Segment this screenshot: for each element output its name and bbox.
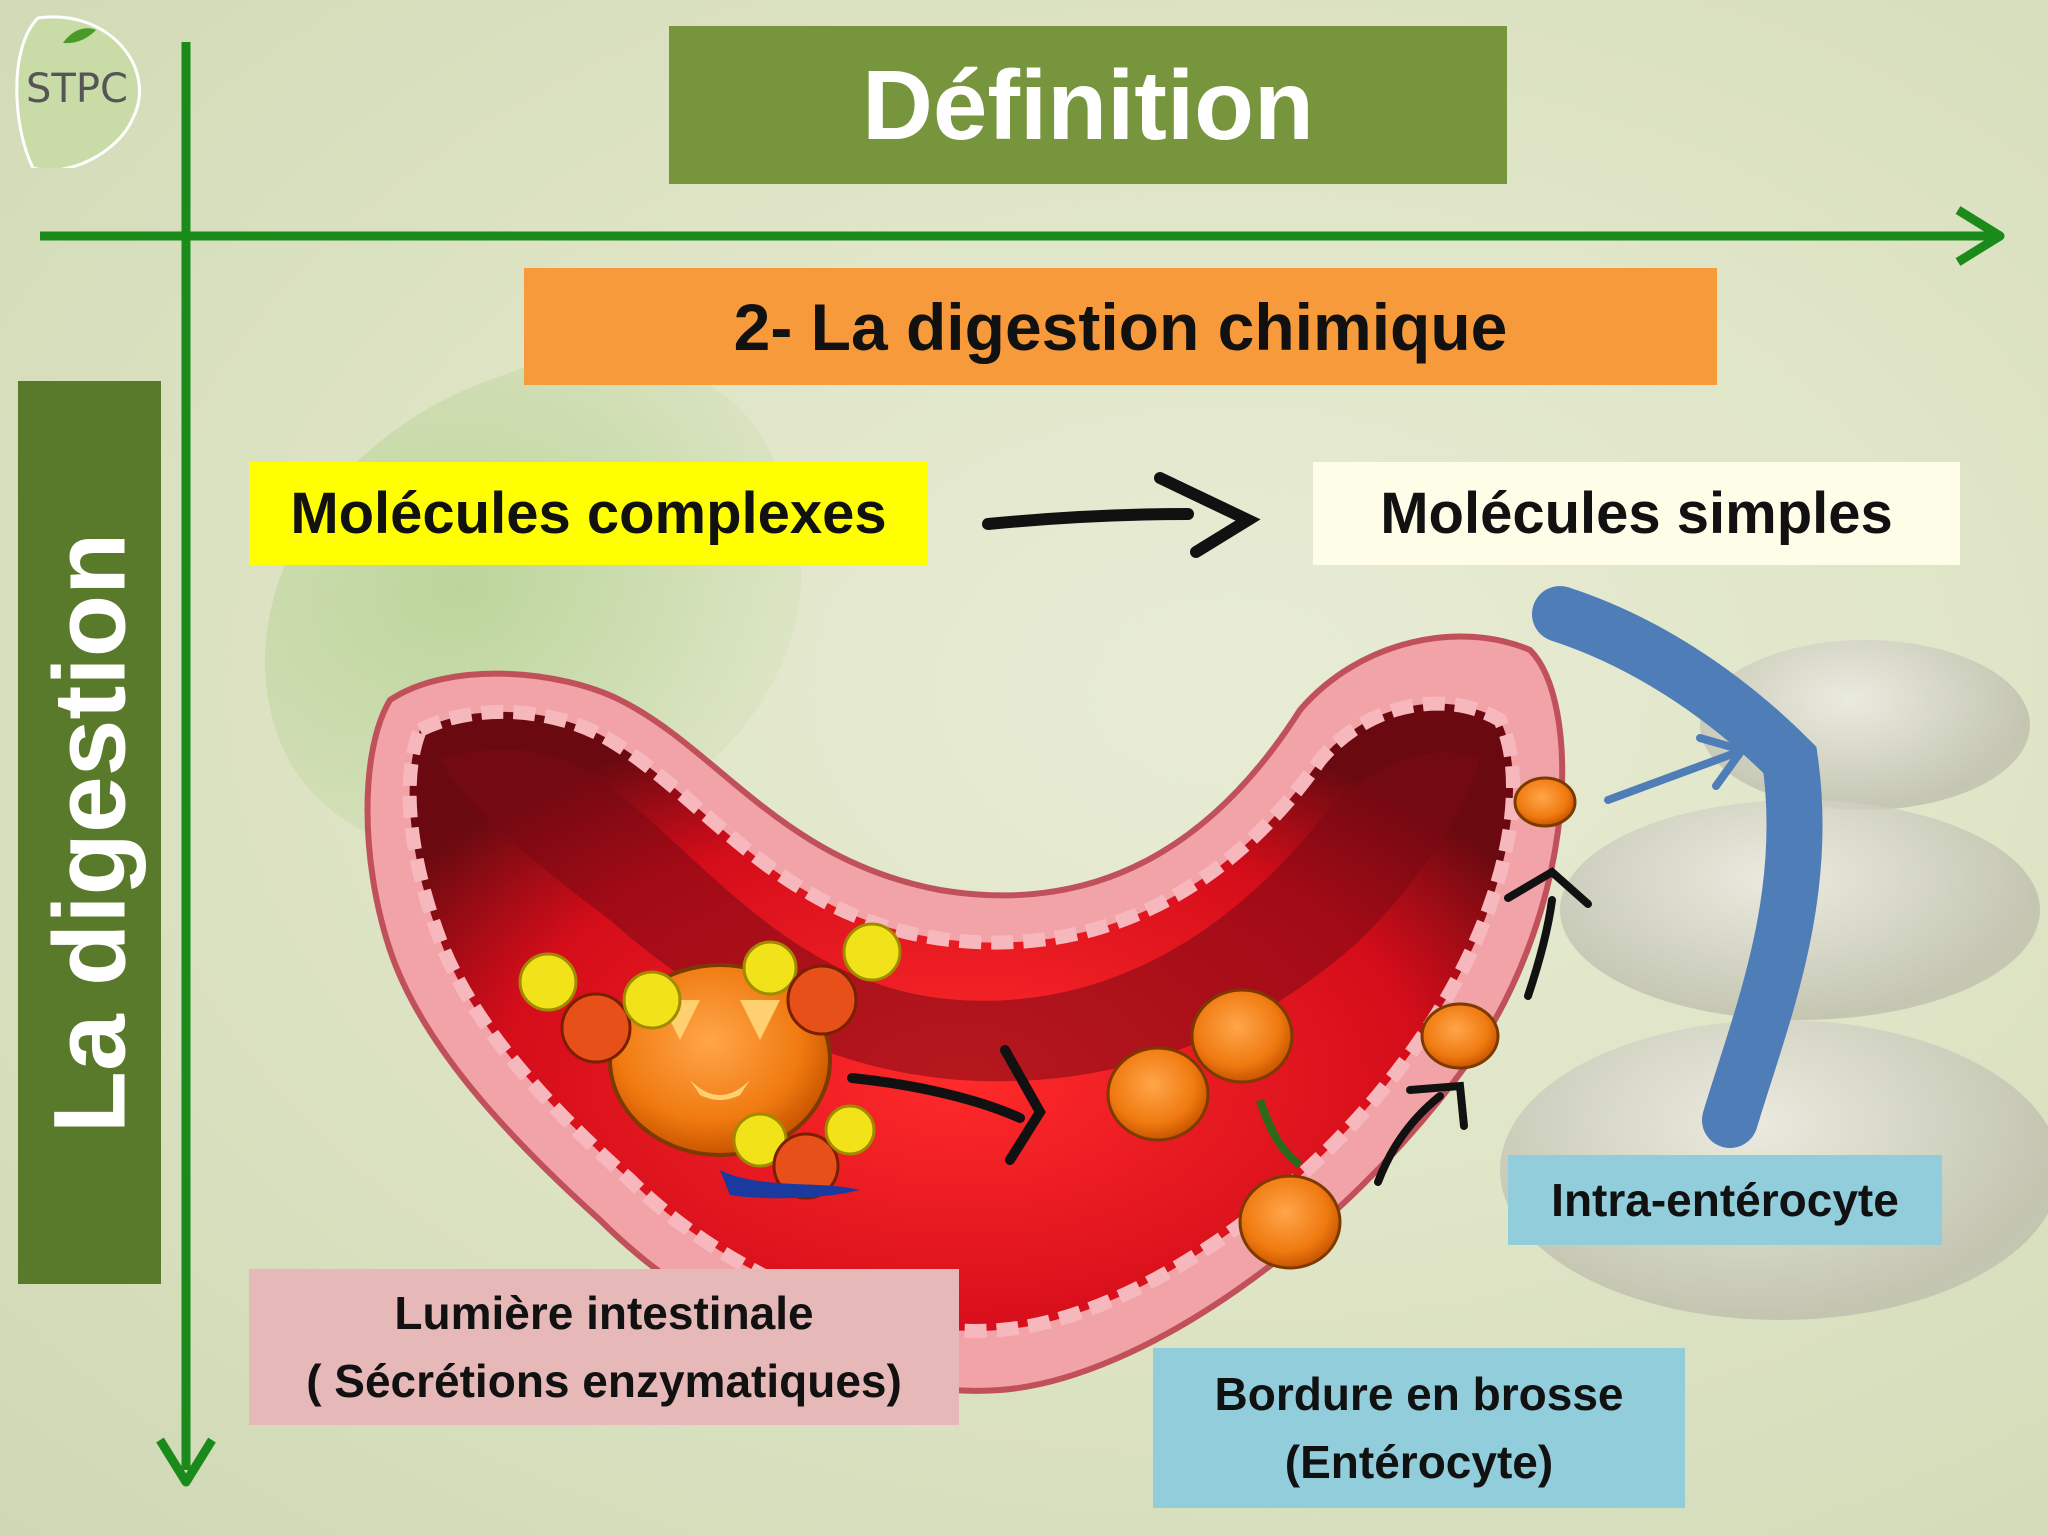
title-box: Définition (669, 26, 1507, 184)
intra-enterocyte-box: Intra-entérocyte (1508, 1155, 1942, 1245)
intra-enterocyte-label: Intra-entérocyte (1551, 1174, 1899, 1226)
lumen-label-line1: Lumière intestinale (394, 1287, 814, 1339)
enzyme-cluster (518, 922, 902, 1200)
digestion-arrow (847, 1045, 1046, 1165)
complex-molecules-box: Molécules complexes (249, 462, 928, 565)
horizontal-axis-arrowhead (1955, 206, 2005, 266)
stpc-logo: STPC (8, 8, 148, 172)
side-label: La digestion (32, 532, 146, 1133)
page-title: Définition (862, 49, 1314, 160)
blood-vessel (1532, 586, 1823, 1148)
simple-molecules-box: Molécules simples (1313, 462, 1960, 565)
intestinal-lumen-box: Lumière intestinale ( Sécrétions enzymat… (249, 1269, 959, 1425)
side-label-box: La digestion (18, 381, 161, 1284)
subtitle-box: 2- La digestion chimique (524, 268, 1717, 385)
intermediate-molecule-pumpkins (1106, 776, 1577, 1270)
section-subtitle: 2- La digestion chimique (733, 289, 1508, 364)
complex-molecules-label: Molécules complexes (290, 481, 887, 546)
lumen-label-line2: ( Sécrétions enzymatiques) (306, 1355, 902, 1407)
vessel-entry-arrow (1604, 734, 1749, 804)
transformation-arrow (982, 472, 1261, 558)
brush-border-box: Bordure en brosse (Entérocyte) (1153, 1348, 1685, 1508)
vertical-axis-arrowhead (156, 1437, 216, 1487)
logo-text: STPC (26, 66, 128, 112)
brush-border-label-line2: (Entérocyte) (1284, 1436, 1554, 1488)
simple-molecules-label: Molécules simples (1380, 481, 1893, 546)
logo-leaf-icon (15, 15, 141, 172)
absorption-arrows (1374, 867, 1592, 1186)
brush-border-label-line1: Bordure en brosse (1214, 1368, 1624, 1420)
